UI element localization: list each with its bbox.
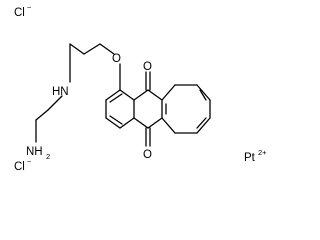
svg-text:2: 2: [46, 152, 50, 161]
svg-text:Cl: Cl: [14, 7, 25, 19]
chloride-bottom-label: Cl −: [14, 157, 32, 173]
svg-text:Cl: Cl: [14, 161, 25, 173]
chemical-structure: O O O HN NH 2 Cl − Cl − Pt 2+: [14, 3, 267, 173]
carbonyl-oxygen-bottom-label: O: [143, 149, 152, 161]
carbonyl-bonds: [145, 71, 151, 147]
svg-text:Pt: Pt: [244, 152, 256, 164]
carbonyl-oxygen-top-label: O: [143, 61, 152, 73]
svg-text:NH: NH: [26, 146, 43, 158]
side-chain: [35, 43, 121, 143]
svg-text:−: −: [27, 3, 32, 12]
right-benzene-ring: [161, 84, 211, 134]
left-benzene-ring: [105, 89, 135, 129]
ether-oxygen-label: O: [112, 53, 121, 65]
amine-nh2-label: NH 2: [26, 146, 50, 161]
amine-nh-label: HN: [52, 86, 69, 98]
platinum-label: Pt 2+: [244, 148, 267, 164]
svg-text:−: −: [27, 157, 32, 166]
quinone-ring: [133, 89, 163, 129]
chloride-top-label: Cl −: [14, 3, 32, 19]
svg-text:2+: 2+: [258, 148, 267, 157]
